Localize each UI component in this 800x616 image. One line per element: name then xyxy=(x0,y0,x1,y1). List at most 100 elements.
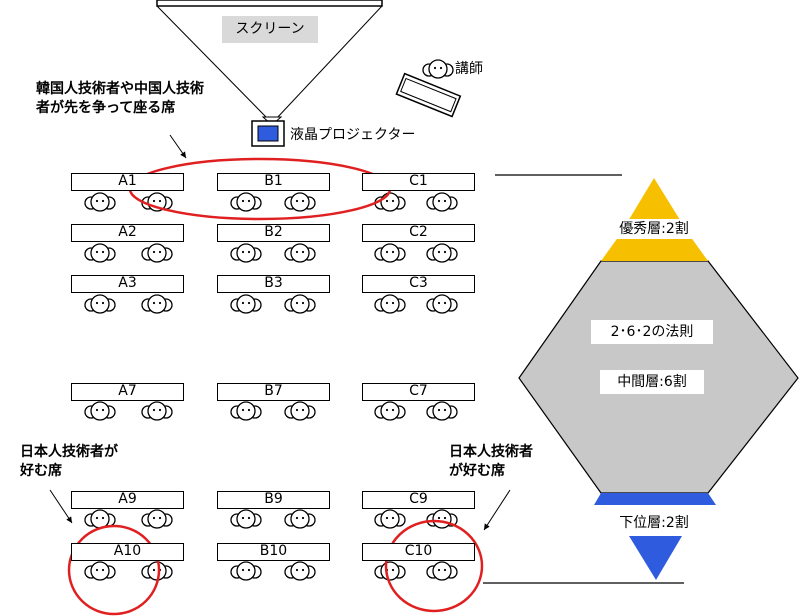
eye xyxy=(101,301,105,305)
eye xyxy=(158,408,162,412)
head xyxy=(90,401,110,421)
eye xyxy=(443,301,447,305)
head xyxy=(290,509,310,529)
head xyxy=(290,561,310,581)
desk-a10: A10 xyxy=(71,543,184,561)
eye xyxy=(247,301,251,305)
desk-c3: C3 xyxy=(362,275,475,293)
eye xyxy=(385,516,389,520)
eye xyxy=(301,516,305,520)
eye xyxy=(433,66,437,70)
eye xyxy=(95,408,99,412)
tier-middle-label: 中間層:6割 xyxy=(600,370,704,394)
eye xyxy=(295,568,299,572)
eye xyxy=(152,199,156,203)
note-left-line2: 好む席 xyxy=(20,463,62,479)
projector-label: 液晶プロジェクター xyxy=(290,127,416,143)
student-icon xyxy=(84,243,116,263)
eye xyxy=(241,301,245,305)
student-icon xyxy=(374,243,406,263)
eye xyxy=(391,516,395,520)
head xyxy=(236,243,256,263)
eye xyxy=(95,250,99,254)
head xyxy=(236,561,256,581)
head xyxy=(90,509,110,529)
head xyxy=(147,401,167,421)
desk-b10: B10 xyxy=(217,543,330,561)
eye xyxy=(152,250,156,254)
desk-a7: A7 xyxy=(71,383,184,401)
eye xyxy=(95,301,99,305)
lectern-top xyxy=(395,72,462,118)
head xyxy=(290,401,310,421)
eye xyxy=(241,199,245,203)
student-icon xyxy=(230,192,262,212)
student-icon xyxy=(284,294,316,314)
eye xyxy=(158,250,162,254)
eye xyxy=(443,568,447,572)
student-icon xyxy=(284,401,316,421)
eye xyxy=(247,568,251,572)
head xyxy=(432,192,452,212)
eye xyxy=(437,516,441,520)
head xyxy=(432,509,452,529)
desk-a3: A3 xyxy=(71,275,184,293)
eye xyxy=(158,199,162,203)
projector-beam-left xyxy=(156,5,269,120)
eye xyxy=(247,408,251,412)
eye xyxy=(391,250,395,254)
head xyxy=(90,561,110,581)
head xyxy=(90,294,110,314)
eye xyxy=(385,408,389,412)
student-icon xyxy=(374,561,406,581)
desk-b3: B3 xyxy=(217,275,330,293)
eye xyxy=(295,301,299,305)
head xyxy=(380,509,400,529)
head xyxy=(90,192,110,212)
highlight-a10-oval xyxy=(67,524,161,616)
head xyxy=(147,561,167,581)
student-icon xyxy=(141,243,173,263)
eye xyxy=(391,568,395,572)
eye xyxy=(158,301,162,305)
note-right-line1: 日本人技術者 xyxy=(449,444,533,460)
eye xyxy=(437,408,441,412)
head xyxy=(236,509,256,529)
tier-top-label: 優秀層:2割 xyxy=(606,219,702,239)
student-icon xyxy=(284,561,316,581)
desk-b2: B2 xyxy=(217,224,330,242)
desk-c2: C2 xyxy=(362,224,475,242)
eye xyxy=(295,250,299,254)
student-icon xyxy=(374,401,406,421)
head xyxy=(380,401,400,421)
tier-bottom-label: 下位層:2割 xyxy=(606,513,702,533)
head xyxy=(290,294,310,314)
desk-b1: B1 xyxy=(217,173,330,191)
screen-label: スクリーン xyxy=(222,16,318,43)
eye xyxy=(158,516,162,520)
head xyxy=(236,294,256,314)
eye xyxy=(295,516,299,520)
head xyxy=(380,561,400,581)
eye xyxy=(101,516,105,520)
note-front-seats: 韓国人技術者や中国人技術 者が先を争って座る席 xyxy=(36,80,204,118)
head xyxy=(428,59,448,79)
student-icon xyxy=(84,561,116,581)
eye xyxy=(152,516,156,520)
desk-b7: B7 xyxy=(217,383,330,401)
eye xyxy=(385,199,389,203)
eye xyxy=(241,250,245,254)
tier-top-band xyxy=(601,236,708,261)
note-right-line2: が好む席 xyxy=(449,463,505,479)
student-icon xyxy=(230,401,262,421)
head xyxy=(290,192,310,212)
lectern-inner xyxy=(400,77,457,113)
highlight-c10-oval xyxy=(384,519,484,613)
arrow-left-seats xyxy=(49,489,73,524)
eye xyxy=(301,199,305,203)
desk-c7: C7 xyxy=(362,383,475,401)
eye xyxy=(301,301,305,305)
student-icon xyxy=(141,509,173,529)
eye xyxy=(443,199,447,203)
desk-b9: B9 xyxy=(217,491,330,509)
